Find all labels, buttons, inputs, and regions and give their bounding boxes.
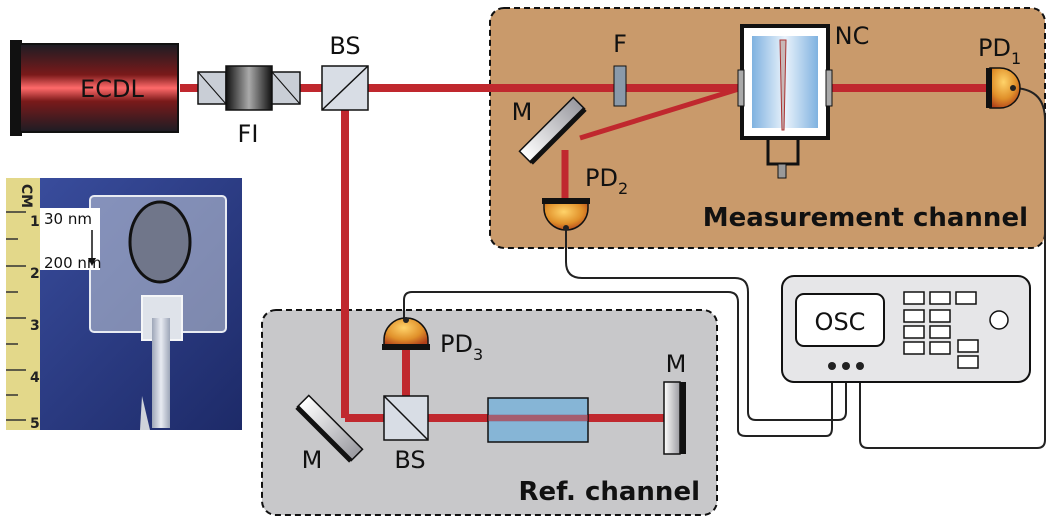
ecdl-label: ECDL [80,75,144,103]
mirror-measurement [518,96,587,165]
ruler-unit: CM [18,184,34,208]
filter: F [613,30,627,107]
signal-wires [403,87,1046,449]
osc-label: OSC [815,308,866,336]
pd1-label: PD1 [978,34,1021,68]
ruler-tick-1: 1 [30,214,40,230]
photodiode-1 [986,67,1021,109]
ecdl-laser: ECDL [10,40,179,136]
filter-label: F [613,30,627,58]
ruler-tick-4: 4 [30,370,40,386]
mirror-meas-label: M [512,98,533,126]
nano-cell: NC [737,22,870,179]
bs-ref-label: BS [394,446,425,474]
ruler-tick-3: 3 [30,318,40,334]
measurement-channel-label: Measurement channel [703,203,1028,233]
thickness-top-label: 30 nm [44,210,92,228]
beamsplitter-ref: BS [383,395,429,474]
thickness-bottom-label: 200 nm [44,254,102,272]
ruler-tick-2: 2 [30,266,40,282]
faraday-isolator: FI [197,65,301,148]
bs-top-label: BS [329,32,360,60]
ruler-tick-5: 5 [30,416,40,432]
nc-label: NC [835,22,870,50]
photodiode-2 [542,198,590,231]
thickness-arrowhead [88,258,96,266]
mirror-ref-left-label: M [302,446,323,474]
cell-photo: CM 1 2 3 4 5 30 nm 200 nm [6,178,242,432]
fi-label: FI [238,120,259,148]
mirror-ref-right [663,381,686,455]
pd2-label: PD2 [585,164,628,198]
pd3-label: PD3 [440,330,483,364]
photodiode-3 [382,317,430,350]
mirror-ref-left [295,394,364,463]
beamsplitter-top: BS [321,32,369,111]
mirror-ref-right-label: M [666,350,687,378]
ref-channel-label: Ref. channel [518,477,700,507]
oscilloscope: OSC [781,275,1031,383]
